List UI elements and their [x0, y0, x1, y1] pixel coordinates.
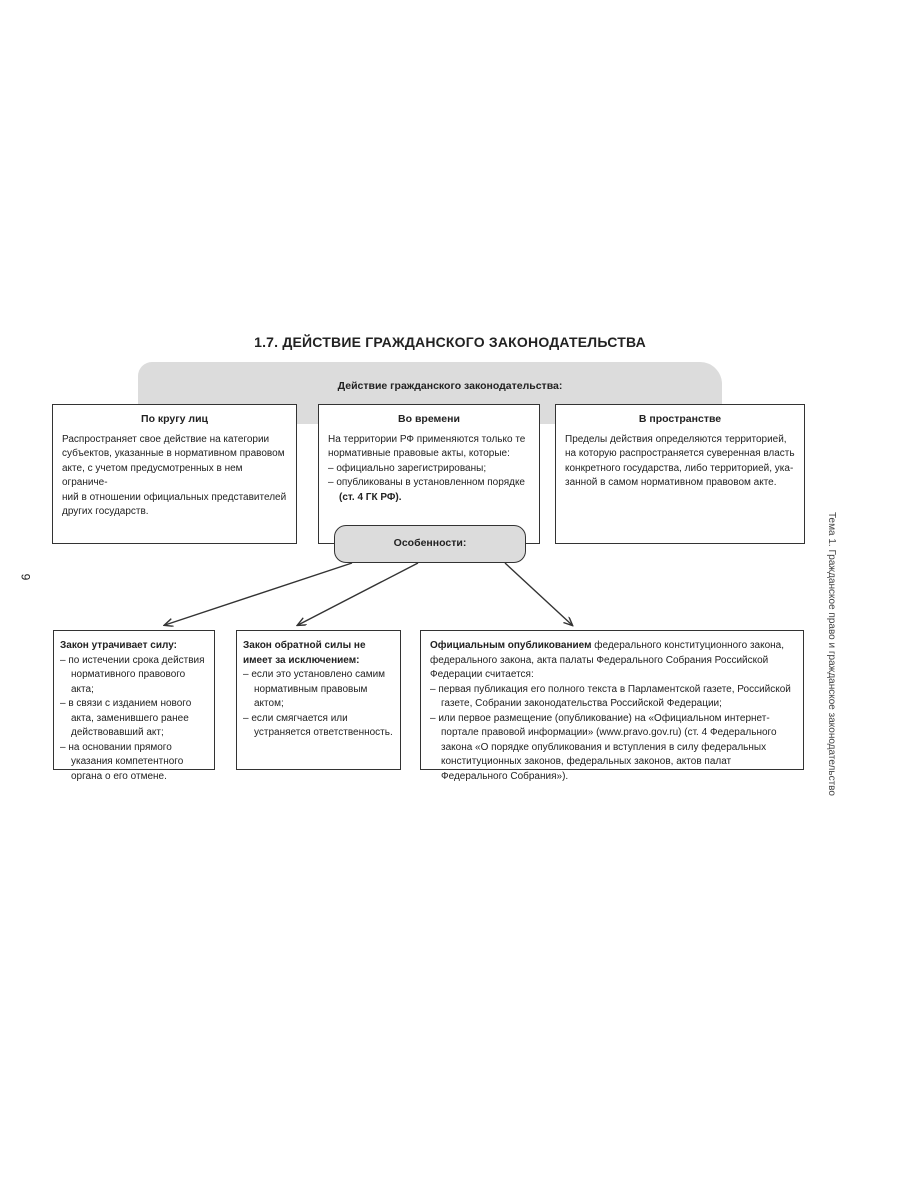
list-item: – в связи с изданием нового акта, замени…	[60, 698, 192, 738]
box-in-space: В пространстве Пределы действия определя…	[555, 404, 805, 544]
page-number: 9	[18, 573, 33, 581]
band-label: Действие гражданского законодательства:	[337, 380, 563, 392]
box-line: на которую распространяется суверенная в…	[565, 448, 795, 459]
box-line: конкретного государства, либо территорие…	[565, 462, 794, 474]
box-heading: Закон обратной силы не имеет за исключен…	[243, 640, 366, 666]
box-heading: По кругу лиц	[141, 413, 208, 425]
box-line: акте, с учетом предусмотренных в нем огр…	[62, 462, 243, 489]
box-heading: Во времени	[398, 413, 460, 425]
list-item: – официально зарегистрированы;	[328, 462, 487, 474]
box-law-loses-force: Закон утрачивает силу: – по истечении ср…	[53, 630, 215, 782]
box-list: – первая публикация его полного текста в…	[430, 683, 794, 785]
box-official-publication: Официальным опубликованием федерального …	[420, 630, 804, 782]
box-no-retroactive-force: Закон обратной силы не имеет за исключен…	[236, 630, 401, 770]
list-item: – первая публикация его полного текста в…	[430, 683, 791, 710]
arrow-to-retroactive	[298, 562, 419, 625]
box-line: Пределы действия определяются территорие…	[565, 433, 787, 445]
box-heading: В пространстве	[638, 413, 722, 425]
list-item: – если это установлено самим нормативным…	[243, 669, 386, 709]
features-label: Особенности:	[334, 525, 526, 563]
box-list: – по истечении срока действия нормативно…	[60, 654, 208, 785]
box-line: занной в самом нормативном правовом акте…	[565, 477, 777, 488]
box-line: Распространяет свое действие на категори…	[62, 433, 270, 445]
list-item: – по истечении срока действия нормативно…	[60, 654, 205, 695]
list-item: – если смягчается или устраняется ответс…	[243, 712, 393, 739]
box-line: других государств.	[62, 506, 149, 517]
box-list: – официально зарегистрированы; – опублик…	[328, 462, 530, 506]
box-intro: На территории РФ применяются только те н…	[328, 433, 526, 460]
box-in-time: Во времени На территории РФ применяются …	[318, 404, 540, 544]
list-item: – на основании прямого указания компетен…	[60, 741, 184, 782]
box-list: – если это установлено самим нормативным…	[243, 668, 394, 741]
arrow-to-loses-force	[165, 562, 353, 625]
running-head: Тема 1. Гражданское право и гражданское …	[826, 512, 837, 796]
arrow-to-publication	[504, 562, 572, 625]
box-by-persons: По кругу лиц Распространяет свое действи…	[52, 404, 297, 544]
box-heading: Официальным опубликованием	[430, 640, 592, 651]
list-item: – или первое размещение (опубликование) …	[430, 712, 777, 782]
box-intro: Официальным опубликованием федерального …	[430, 640, 784, 680]
box-heading: Закон утрачивает силу:	[60, 640, 177, 651]
legal-reference: (ст. 4 ГК РФ).	[339, 491, 402, 503]
box-line: субъектов, указанные в нормативном право…	[62, 448, 285, 459]
box-line: ний в отношении официальных представител…	[62, 491, 287, 503]
page-title: 1.7. ДЕЙСТВИЕ ГРАЖДАНСКОГО ЗАКОНОДАТЕЛЬС…	[254, 334, 646, 350]
list-item: – опубликованы в установленном порядке(с…	[328, 477, 525, 503]
